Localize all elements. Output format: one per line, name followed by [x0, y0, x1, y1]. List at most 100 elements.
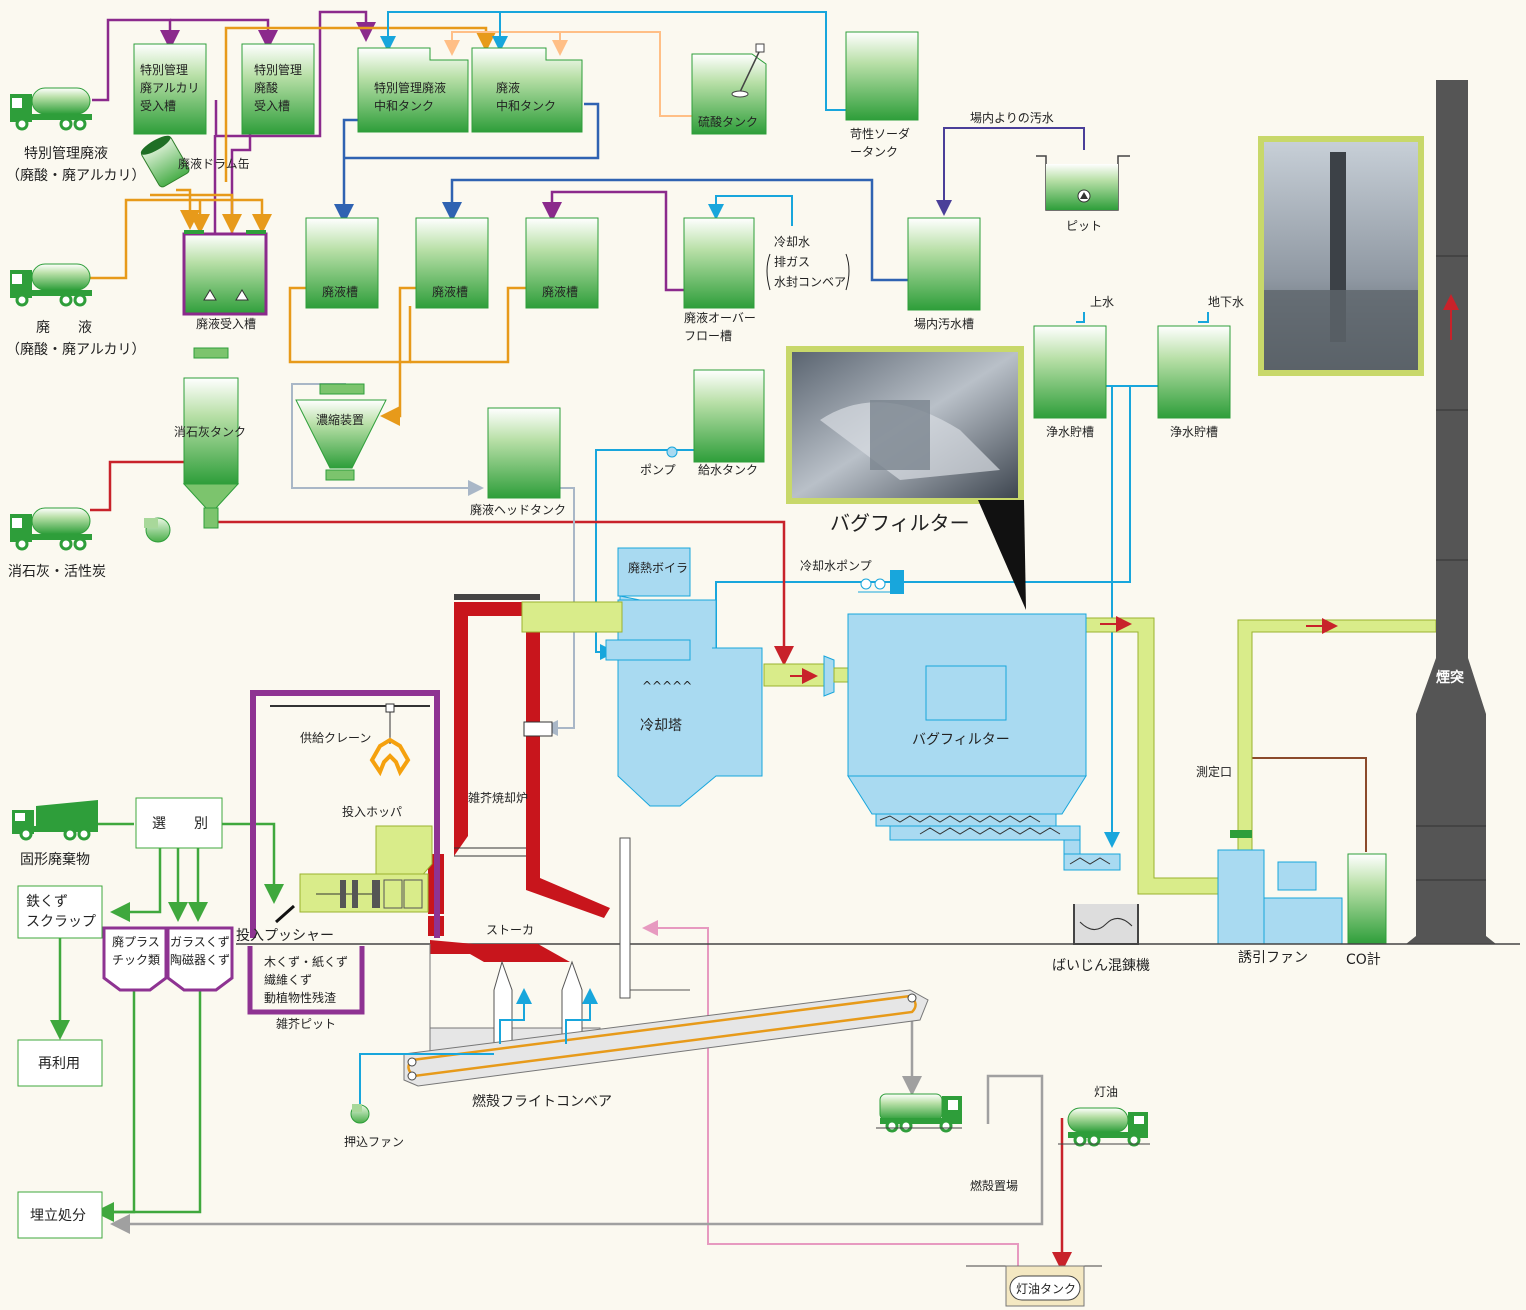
stoker-label: ストーカ	[486, 923, 534, 937]
tank-label: 場内汚水槽	[914, 317, 974, 331]
waste-liquid-sub: （廃酸・廃アルカリ）	[6, 341, 145, 358]
lime-tank: 消石灰タンク	[174, 348, 246, 528]
clean-water-tank-2: 浄水貯槽	[1158, 326, 1230, 439]
tank-label: 廃液槽	[322, 284, 358, 299]
cooling-tower: ^^^^^ 冷却塔	[606, 600, 762, 806]
push-fan: 押込ファン	[344, 1104, 404, 1149]
tanker-truck-icon	[10, 88, 92, 129]
drum-label: 廃液ドラム缶	[178, 156, 250, 171]
kerosene-label: 灯油	[1094, 1085, 1118, 1099]
pusher-label: 投入プッシャー	[236, 928, 334, 944]
co-meter-label: CO計	[1346, 952, 1381, 968]
tanker-truck-icon	[10, 264, 92, 305]
ash-yard-label: 燃殻置場	[970, 1178, 1018, 1193]
tank-label: ピット	[1066, 219, 1102, 233]
overflow-tank: 廃液オーバー フロー槽	[684, 218, 756, 343]
tank-label-line: 中和タンク	[496, 98, 556, 113]
measure-port-label: 測定口	[1196, 764, 1232, 779]
waste-liquid-label: 廃 液	[36, 319, 92, 336]
tank-label-line: ータンク	[850, 145, 898, 159]
ash-truck-icon	[880, 1094, 962, 1131]
lime-carbon-label: 消石灰・活性炭	[8, 564, 106, 580]
receiving-tank: 廃液受入槽	[184, 230, 266, 331]
incinerator-label: 雑芥焼却炉	[468, 790, 528, 805]
cooling-tower-label: 冷却塔	[640, 718, 682, 734]
hopper-label: 投入ホッパ	[342, 804, 402, 819]
reuse-box: 再利用	[18, 1040, 102, 1086]
tank-label-line: 廃液オーバー	[684, 310, 756, 325]
special-waste-label: 特別管理廃液	[24, 145, 108, 162]
landfill-box: 埋立処分	[18, 1192, 102, 1238]
note-line: 冷却水	[774, 235, 810, 249]
cooling-pump	[858, 570, 904, 594]
site-wastewater-tank: 場内汚水槽	[908, 218, 980, 331]
ground-water-label: 地下水	[1208, 295, 1244, 309]
concentrator: 濃縮装置	[296, 384, 386, 480]
tank-label-line: フロー槽	[684, 329, 732, 343]
scrap-label: 鉄くず	[26, 894, 68, 910]
pit-item: 木くず・紙くず	[264, 954, 348, 969]
ash-mixer-label: ばいじん混錬機	[1052, 958, 1150, 974]
plastic-label: 廃プラス	[112, 934, 160, 949]
pit-tank: ピット	[1036, 156, 1130, 233]
tank-label: 廃液ヘッドタンク	[470, 502, 566, 517]
glass-bin: ガラスくず 陶磁器くず	[168, 928, 232, 990]
boiler-label: 廃熱ボイラ	[628, 560, 688, 575]
city-water-label: 上水	[1090, 295, 1114, 309]
chimney-label: 煙突	[1436, 669, 1464, 686]
acid-receiving-tank: 特別管理 廃酸 受入槽	[242, 44, 314, 134]
cooling-pump-label: 冷却水ポンプ	[800, 559, 872, 573]
caustic-soda-tank: 苛性ソーダ ータンク	[846, 32, 918, 159]
blower-icon	[144, 518, 170, 542]
tank-label: 給水タンク	[698, 463, 758, 477]
note-line: 排ガス	[774, 255, 810, 269]
clean-water-tank-1: 浄水貯槽	[1034, 326, 1106, 439]
kerosene-tank-label: 灯油タンク	[1016, 1282, 1076, 1296]
tank-label-line: 中和タンク	[374, 98, 434, 113]
cooling-water-note: 冷却水 排ガス 水封コンベア	[767, 235, 849, 290]
special-waste-sub: （廃酸・廃アルカリ）	[6, 167, 145, 184]
pit-label: 雑芥ピット	[276, 1016, 336, 1031]
tank-label-line: 特別管理	[140, 62, 188, 77]
note-line: 水封コンベア	[774, 275, 846, 289]
flight-conveyor: 燃殻フライトコンベア	[404, 990, 928, 1110]
tank-label-line: 廃液	[496, 80, 520, 95]
tank-label-line: 特別管理廃液	[374, 80, 446, 95]
ash-mixer: ばいじん混錬機	[1052, 904, 1150, 974]
tank-label-line: 廃酸	[254, 80, 278, 95]
conveyor-label: 燃殻フライトコンベア	[472, 1093, 612, 1110]
tank-label: 廃液槽	[432, 284, 468, 299]
tank-label: 廃液槽	[542, 284, 578, 299]
waste-tank-1: 廃液槽	[306, 218, 378, 308]
waste-pit: 木くず・紙くず 繊維くず 動植物性残渣 雑芥ピット	[250, 946, 362, 1031]
bag-filter-photo-caption: バグフィルター	[830, 511, 970, 535]
sulfuric-acid-tank: 硫酸タンク	[692, 44, 766, 134]
tank-label-line: 苛性ソーダ	[850, 126, 910, 141]
kerosene-tank: 灯油タンク	[966, 1266, 1102, 1306]
waste-tank-2: 廃液槽	[416, 218, 488, 308]
tank-label: 浄水貯槽	[1170, 425, 1218, 439]
tank-label-line: 受入槽	[254, 99, 290, 113]
glass-label: 陶磁器くず	[170, 952, 230, 967]
scrap-label: スクラップ	[26, 914, 96, 930]
plastic-label: チック類	[112, 953, 160, 967]
nozzle-label: ^^^^^	[642, 679, 692, 693]
tank-label-line: 受入槽	[140, 99, 176, 113]
glass-label: ガラスくず	[170, 935, 230, 949]
tank-label: 廃液受入槽	[196, 316, 256, 331]
alkali-receiving-tank: 特別管理 廃アルカリ 受入槽	[134, 44, 206, 134]
solid-waste-lines	[60, 824, 274, 1212]
push-fan-label: 押込ファン	[344, 1135, 404, 1149]
reuse-label: 再利用	[38, 1056, 80, 1072]
induced-fan-label: 誘引ファン	[1238, 950, 1308, 966]
tank-label: 消石灰タンク	[174, 425, 246, 439]
feed-water-tank: 給水タンク	[694, 370, 764, 477]
pump-label: ポンプ	[640, 463, 676, 477]
pit-item: 動植物性残渣	[264, 990, 336, 1005]
head-tank: 廃液ヘッドタンク	[470, 408, 566, 517]
site-sewage-note: 場内よりの汚水	[970, 111, 1054, 125]
tank-label-line: 特別管理	[254, 62, 302, 77]
chimney-photo	[1258, 136, 1424, 376]
solid-waste-label: 固形廃棄物	[20, 851, 90, 868]
